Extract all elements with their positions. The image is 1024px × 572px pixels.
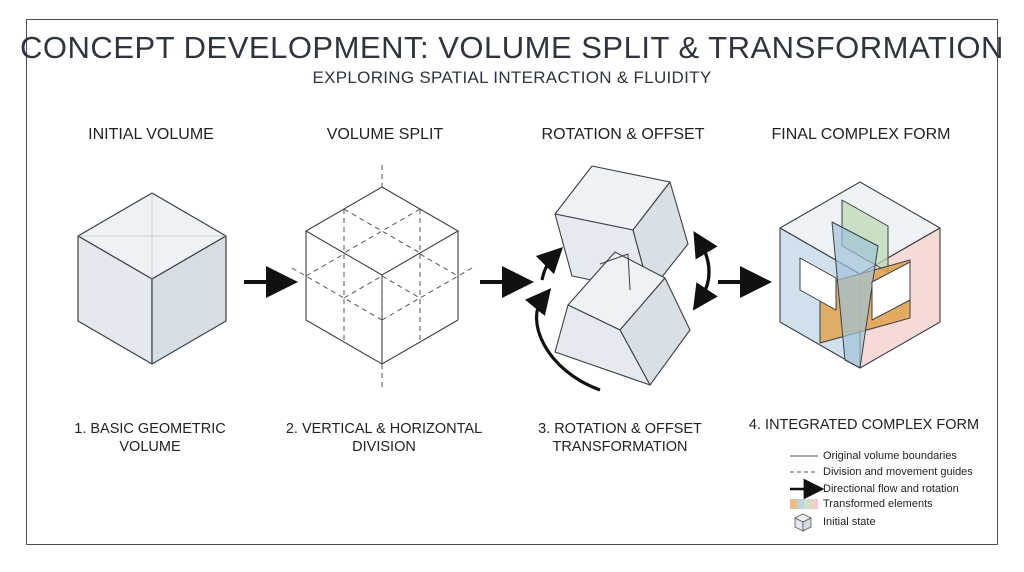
step-2-caption: 2. VERTICAL & HORIZONTAL DIVISION — [285, 421, 483, 455]
step-1-caption: 1. BASIC GEOMETRIC VOLUME — [74, 421, 226, 455]
rotated-volumes — [554, 165, 691, 386]
rotation-arrows — [524, 231, 718, 392]
step-1-heading: INITIAL VOLUME — [88, 126, 214, 143]
initial-cube — [77, 192, 227, 365]
legend-symbols — [790, 455, 825, 532]
legend-color-swatch — [790, 499, 818, 509]
diagram-frame — [26, 19, 998, 545]
step-3-caption: 3. ROTATION & OFFSET TRANSFORMATION — [538, 421, 702, 455]
page-subtitle: EXPLORING SPATIAL INTERACTION & FLUIDITY — [312, 68, 712, 87]
step-3-heading: ROTATION & OFFSET — [541, 126, 705, 143]
page-title: CONCEPT DEVELOPMENT: VOLUME SPLIT & TRAN… — [20, 30, 1004, 65]
upper-rotated-block — [554, 165, 689, 293]
step-2-heading: VOLUME SPLIT — [326, 126, 444, 143]
step-4-heading: FINAL COMPLEX FORM — [771, 126, 951, 143]
lower-rotated-block — [554, 251, 691, 386]
step-4-caption: 4. INTEGRATED COMPLEX FORM — [748, 417, 980, 433]
split-cube — [291, 165, 473, 390]
final-complex-form — [779, 181, 941, 369]
legend-cube-icon — [794, 513, 812, 532]
